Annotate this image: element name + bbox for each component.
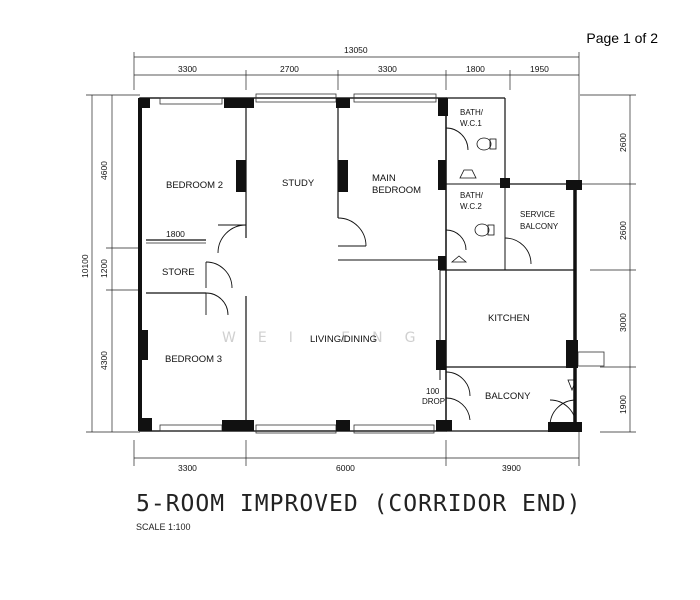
bath1-label-line2: W.C.1 <box>460 119 482 128</box>
door-swings <box>205 127 577 427</box>
dimension-lines <box>86 52 636 466</box>
dim-right-3: 3000 <box>618 313 628 332</box>
store-label: STORE <box>162 267 195 278</box>
dim-left-3: 4300 <box>99 351 109 370</box>
dim-top-3: 3300 <box>378 64 397 74</box>
drop-label-line1: 100 <box>426 387 440 396</box>
dim-store-width: 1800 <box>166 229 185 239</box>
dim-bottom-1: 3300 <box>178 463 197 473</box>
plan-title: 5-ROOM IMPROVED (CORRIDOR END) <box>136 491 582 517</box>
watermark: WEI ENG <box>222 330 437 346</box>
service-balcony-label-line2: BALCONY <box>520 222 559 231</box>
page-label: Page 1 of 2 <box>586 30 658 46</box>
dim-top-2: 2700 <box>280 64 299 74</box>
dim-top-5: 1950 <box>530 64 549 74</box>
living-dining-label: LIVING/DINING <box>310 334 377 345</box>
dim-right-1: 2600 <box>618 133 628 152</box>
dim-right-4: 1900 <box>618 395 628 414</box>
dim-top-total: 13050 <box>344 45 368 55</box>
windows <box>159 93 605 434</box>
plan-scale: SCALE 1:100 <box>136 522 191 532</box>
dim-left-2: 1200 <box>99 259 109 278</box>
dim-left-1: 4600 <box>99 161 109 180</box>
drop-label-line2: DROP <box>422 397 445 406</box>
bath2-label-line1: BATH/ <box>460 191 484 200</box>
bath2-label-line2: W.C.2 <box>460 202 482 211</box>
bedroom3-label: BEDROOM 3 <box>165 354 222 365</box>
main-bedroom-label-line1: MAIN <box>372 173 396 184</box>
dim-left-total: 10100 <box>80 254 90 278</box>
fixtures <box>450 137 577 392</box>
dim-right-2: 2600 <box>618 221 628 240</box>
main-bedroom-label-line2: BEDROOM <box>372 185 421 196</box>
dim-top-1: 3300 <box>178 64 197 74</box>
study-label: STUDY <box>282 178 315 189</box>
columns <box>138 98 582 432</box>
balcony-label: BALCONY <box>485 391 531 402</box>
bedroom2-label: BEDROOM 2 <box>166 180 223 191</box>
kitchen-label: KITCHEN <box>488 313 530 324</box>
service-balcony-label-line1: SERVICE <box>520 210 555 219</box>
bath1-label-line1: BATH/ <box>460 108 484 117</box>
dim-bottom-2: 6000 <box>336 463 355 473</box>
dim-top-4: 1800 <box>466 64 485 74</box>
dim-bottom-3: 3900 <box>502 463 521 473</box>
